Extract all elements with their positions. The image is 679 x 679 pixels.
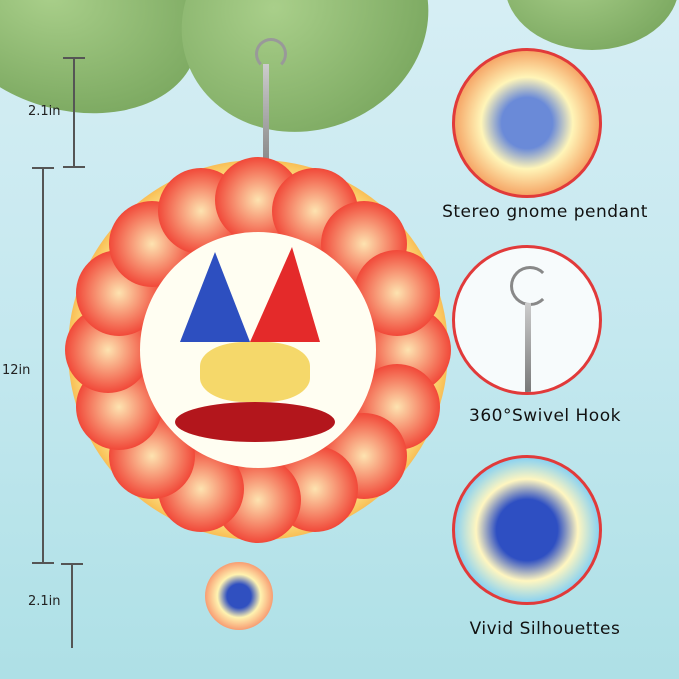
dimension-tick: [63, 57, 85, 59]
blue-gnome-hat: [180, 252, 250, 342]
dimension-line-bottom: [71, 563, 73, 648]
detail-circle-pendant: [452, 48, 602, 198]
detail-circle-silhouettes: [452, 455, 602, 605]
dimension-tick: [63, 166, 85, 168]
red-gnome-hat: [250, 247, 320, 342]
hook: [255, 38, 287, 70]
caption-pendant: Stereo gnome pendant: [442, 202, 648, 222]
caption-silhouettes: Vivid Silhouettes: [469, 619, 621, 639]
hook-icon: [510, 266, 550, 306]
dimension-tick: [32, 167, 54, 169]
dimension-tick: [32, 562, 54, 564]
wind-spinner: [65, 157, 451, 543]
detail-circle-hook: [452, 245, 602, 395]
caption-hook: 360°Swivel Hook: [469, 406, 621, 426]
dimension-label-middle: 12in: [2, 363, 31, 378]
dimension-line-top: [73, 57, 75, 167]
dimension-label-top: 2.1in: [28, 104, 61, 119]
gnome-artwork: [140, 232, 376, 468]
leaf-decoration: [149, 0, 461, 167]
roses: [175, 402, 335, 442]
swivel: [263, 64, 269, 164]
dimension-label-bottom: 2.1in: [28, 594, 61, 609]
dimension-line-middle: [42, 168, 44, 563]
dimension-tick: [61, 563, 83, 565]
bottom-pendant: [205, 562, 273, 630]
swivel-icon: [525, 303, 531, 392]
gnome-beards: [200, 342, 310, 402]
leaf-decoration: [505, 0, 679, 50]
